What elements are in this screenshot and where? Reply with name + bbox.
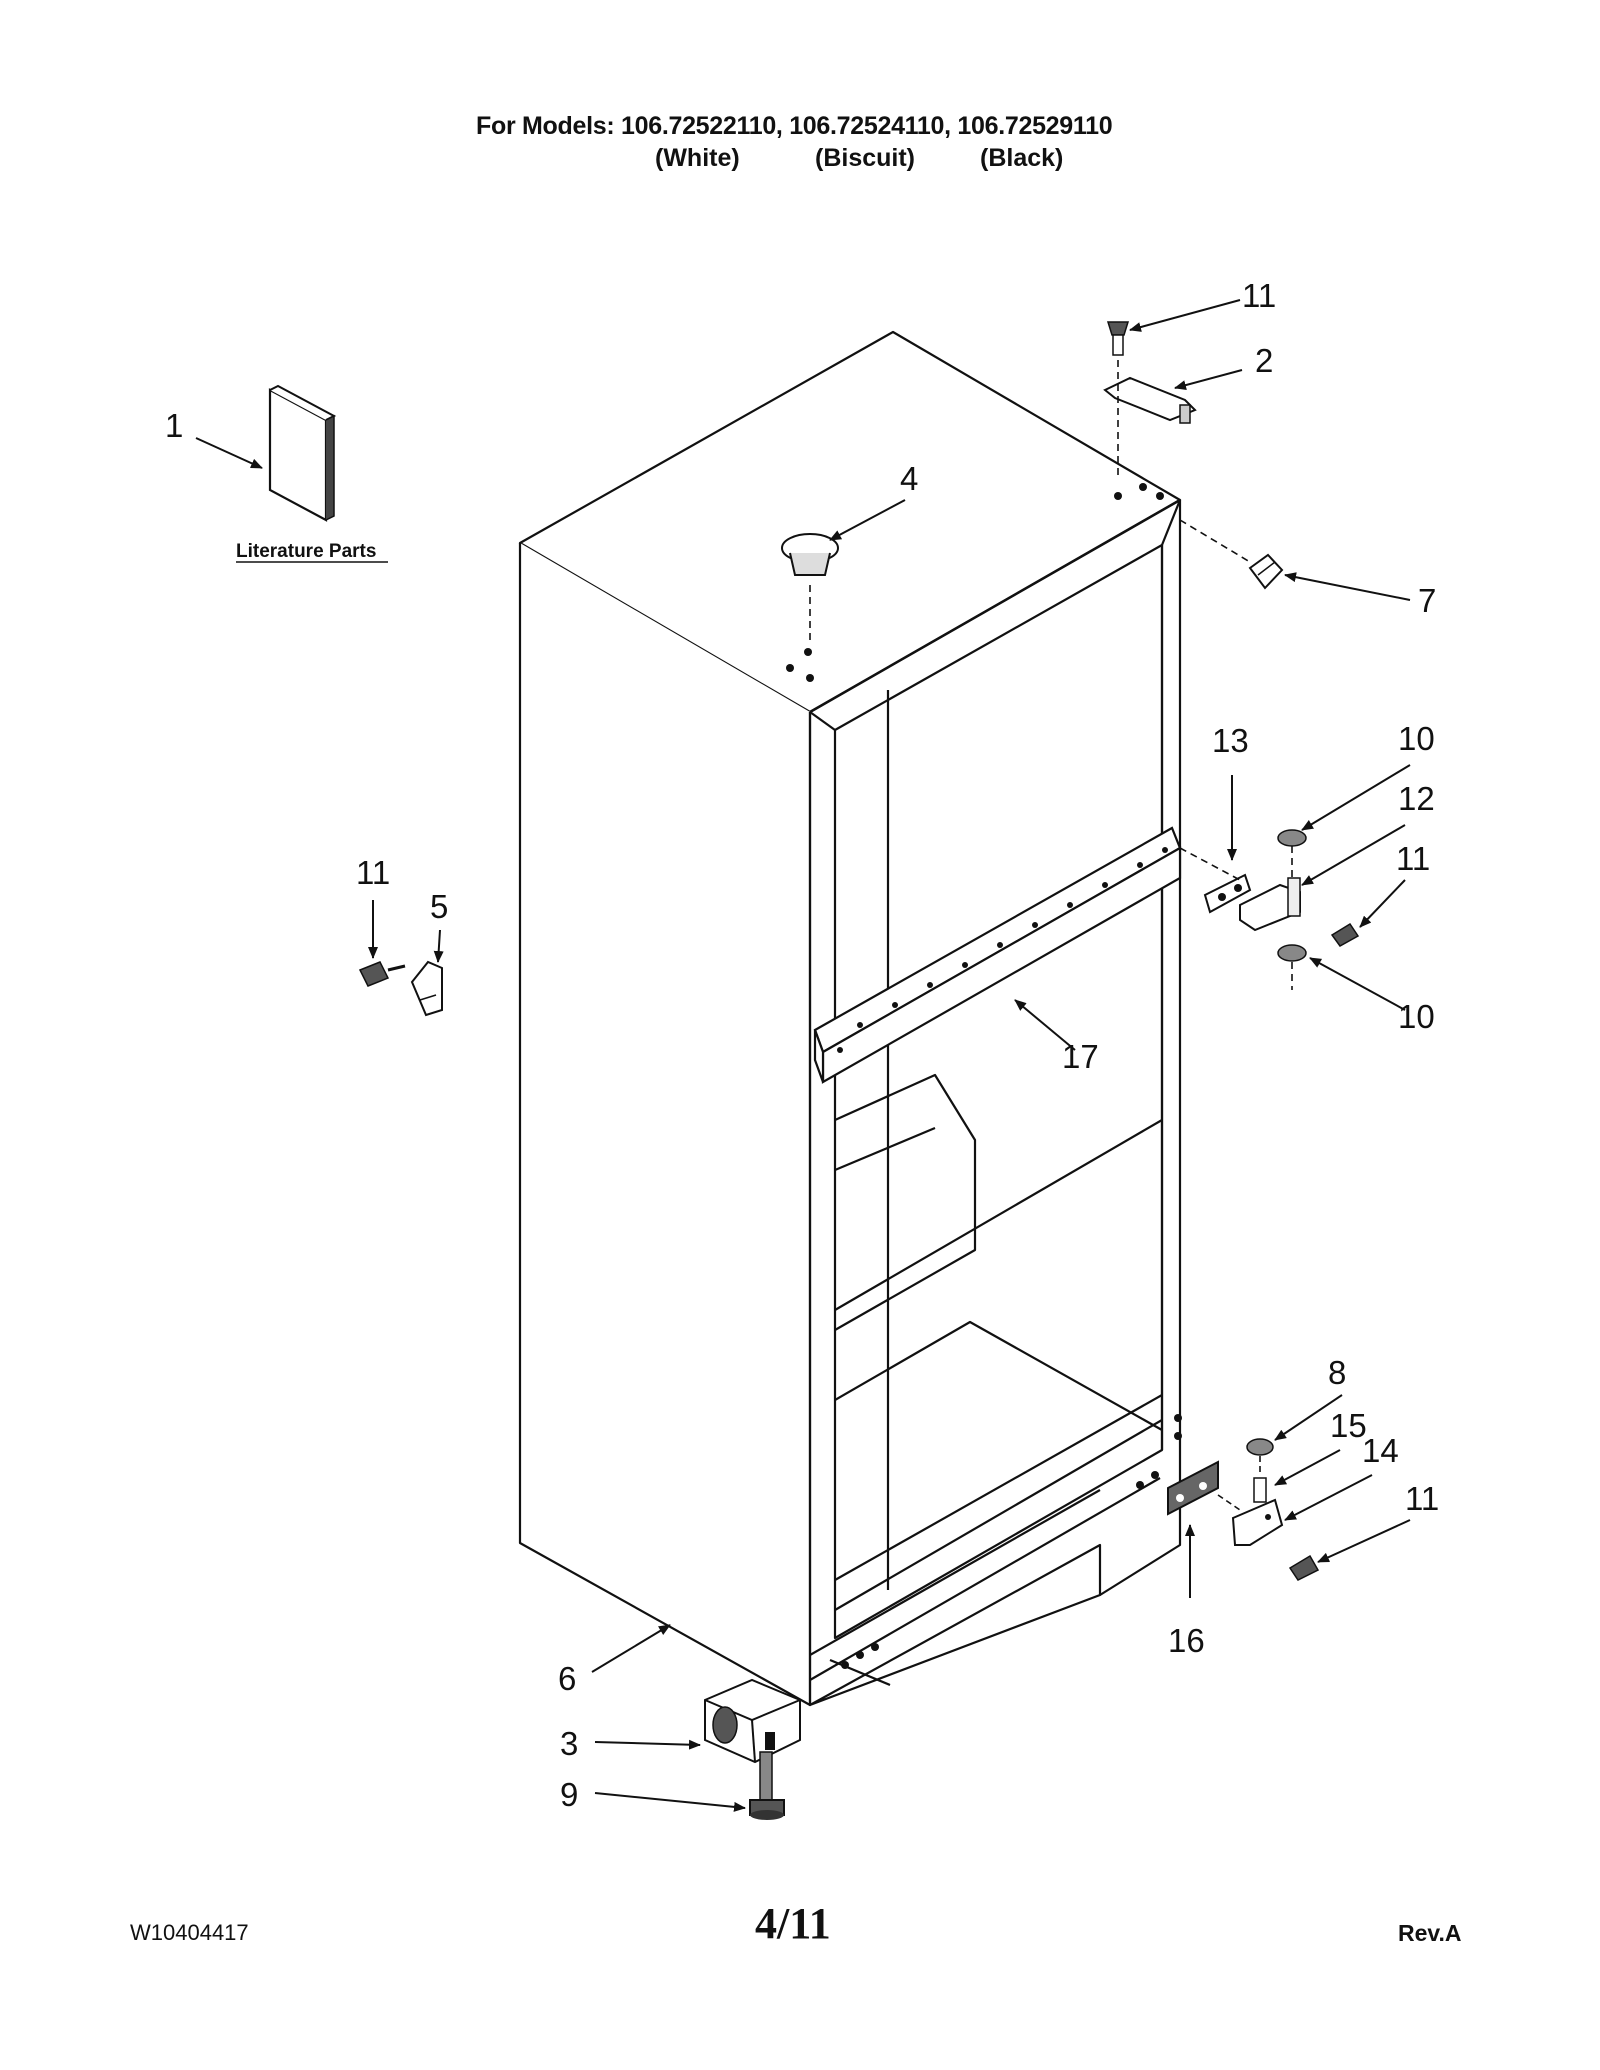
page-number: 4/11 xyxy=(755,1899,831,1948)
callout-11-bottom: 11 xyxy=(1405,1480,1439,1517)
top-hinge-bracket xyxy=(1103,376,1197,424)
top-hinge-screw xyxy=(1106,321,1130,356)
center-hinge-assembly xyxy=(1203,829,1307,962)
callout-11-top: 11 xyxy=(1242,277,1276,314)
literature-parts-label: Literature Parts xyxy=(236,541,376,562)
callout-5: 5 xyxy=(430,888,448,925)
doc-number: W10404417 xyxy=(130,1920,249,1945)
roller-assembly xyxy=(704,1678,801,1764)
revision: Rev.A xyxy=(1398,1920,1462,1946)
leveling-leg xyxy=(749,1751,785,1820)
callout-10-bottom: 10 xyxy=(1398,998,1435,1035)
literature-booklet xyxy=(268,384,337,522)
callout-16: 16 xyxy=(1168,1622,1205,1659)
callout-11-left: 11 xyxy=(356,854,390,891)
models-line: For Models: 106.72522110, 106.72524110, … xyxy=(476,112,1113,140)
hinge-cap xyxy=(1248,553,1284,590)
color-black: (Black) xyxy=(980,144,1064,172)
callout-11-center: 11 xyxy=(1396,840,1430,877)
cap-dash xyxy=(1179,519,1251,563)
callout-10-top: 10 xyxy=(1398,720,1435,757)
callout-8: 8 xyxy=(1328,1354,1346,1391)
callout-3: 3 xyxy=(560,1725,578,1762)
callout-2: 2 xyxy=(1255,342,1273,379)
callout-14: 14 xyxy=(1362,1432,1399,1469)
bottom-hinge-assembly xyxy=(1231,1438,1284,1546)
leader-lines xyxy=(195,299,1411,1812)
divider-rail-holes xyxy=(837,847,1168,1053)
hinge-shim xyxy=(1167,1460,1219,1516)
door-stop-screw xyxy=(358,961,406,987)
callout-9: 9 xyxy=(560,1776,578,1813)
color-white: (White) xyxy=(655,144,740,172)
callout-6: 6 xyxy=(558,1660,576,1697)
callout-12: 12 xyxy=(1398,780,1435,817)
divider-rail xyxy=(813,826,1182,1084)
callout-1: 1 xyxy=(165,407,183,444)
callout-13: 13 xyxy=(1212,722,1249,759)
bottom-hinge-dash xyxy=(1217,1494,1241,1511)
top-plug xyxy=(781,533,839,576)
callout-15: 15 xyxy=(1330,1407,1367,1444)
center-hinge-screw xyxy=(1330,922,1360,947)
callout-17: 17 xyxy=(1062,1038,1099,1075)
color-biscuit: (Biscuit) xyxy=(815,144,915,172)
top-holes xyxy=(786,483,1182,1669)
bottom-hinge-screw xyxy=(1288,1554,1320,1581)
cabinet xyxy=(518,330,1182,1707)
callout-4: 4 xyxy=(900,460,918,497)
callout-7: 7 xyxy=(1418,582,1436,619)
door-stop xyxy=(410,960,443,1017)
